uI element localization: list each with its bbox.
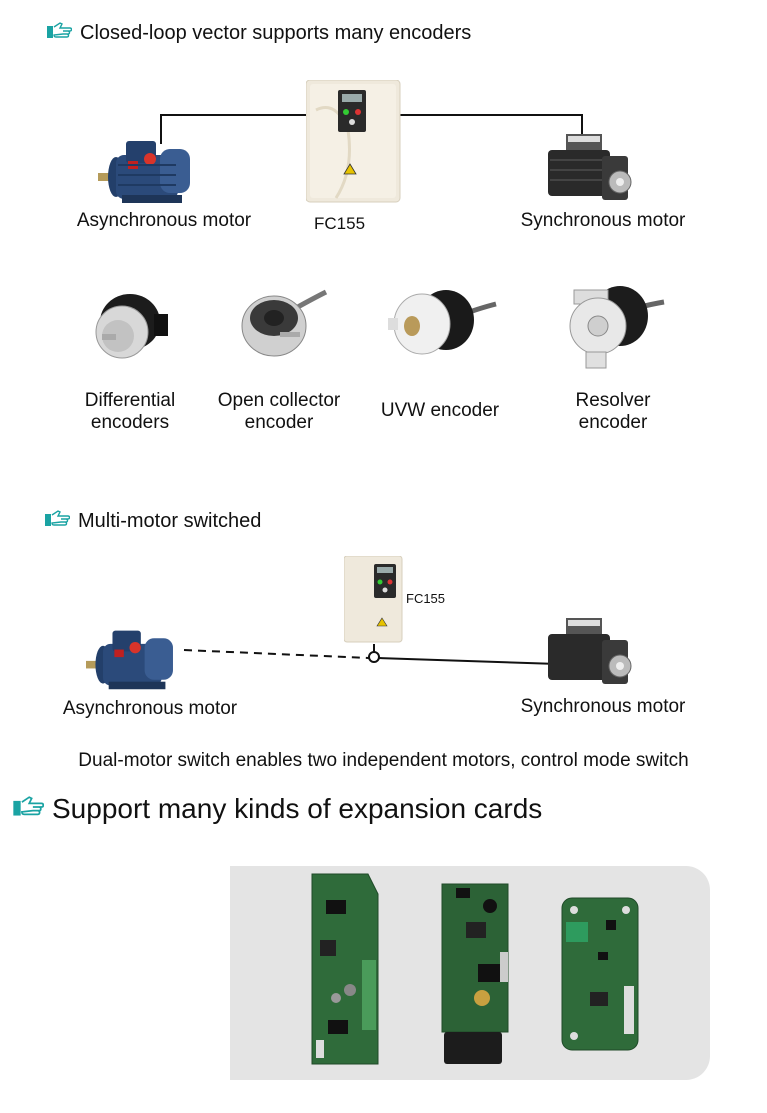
dual-motor-caption: Dual-motor switch enables two independen… — [78, 750, 689, 771]
synchronous-motor-image-2 — [548, 618, 632, 684]
asynchronous-motor-label: Asynchronous motor — [76, 210, 252, 231]
asynchronous-motor-image-2 — [86, 630, 173, 690]
switch-wiring — [183, 644, 559, 665]
expansion-card-3-image — [561, 897, 639, 1051]
wire-right — [398, 114, 582, 116]
asynchronous-motor-label-2: Asynchronous motor — [62, 698, 238, 719]
uvw-encoder-image — [388, 290, 497, 355]
synchronous-motor-label-2: Synchronous motor — [520, 696, 686, 717]
differential-encoder-label: Differential encoders — [84, 390, 176, 433]
synchronous-motor-label: Synchronous motor — [520, 210, 686, 231]
wire-right-drop — [581, 114, 583, 138]
asynchronous-motor-image — [98, 141, 190, 203]
wire-left-drop — [160, 114, 162, 144]
resolver-encoder-label: Resolver encoder — [575, 390, 651, 433]
expansion-cards-panel — [230, 866, 710, 1080]
expansion-card-2-image — [441, 883, 509, 1064]
uvw-encoder-label: UVW encoder — [380, 400, 500, 421]
expansion-card-1-image — [311, 873, 379, 1065]
section2-heading-text: Multi-motor switched — [78, 510, 262, 532]
resolver-encoder-image — [569, 286, 665, 369]
section3-heading-text: Support many kinds of expansion cards — [52, 793, 543, 824]
pointing-hand-icon — [44, 510, 71, 533]
pointing-hand-icon — [12, 795, 45, 823]
open-collector-encoder-label: Open collector encoder — [217, 390, 341, 433]
fc155-drive-label: FC155 — [314, 214, 366, 233]
fc155-drive-image — [306, 80, 401, 203]
wire-left — [160, 114, 307, 116]
fc155-drive-small-label: FC155 — [406, 591, 446, 606]
section3-heading: Support many kinds of expansion cards — [12, 793, 542, 825]
differential-encoder-image — [95, 294, 168, 359]
section1-heading-text: Closed-loop vector supports many encoder… — [80, 22, 472, 44]
open-collector-encoder-image — [241, 289, 328, 357]
synchronous-motor-image — [548, 134, 632, 200]
section1-heading: Closed-loop vector supports many encoder… — [46, 22, 471, 45]
fc155-drive-small-image — [344, 556, 403, 643]
pointing-hand-icon — [46, 22, 73, 45]
section2-heading: Multi-motor switched — [44, 510, 261, 533]
